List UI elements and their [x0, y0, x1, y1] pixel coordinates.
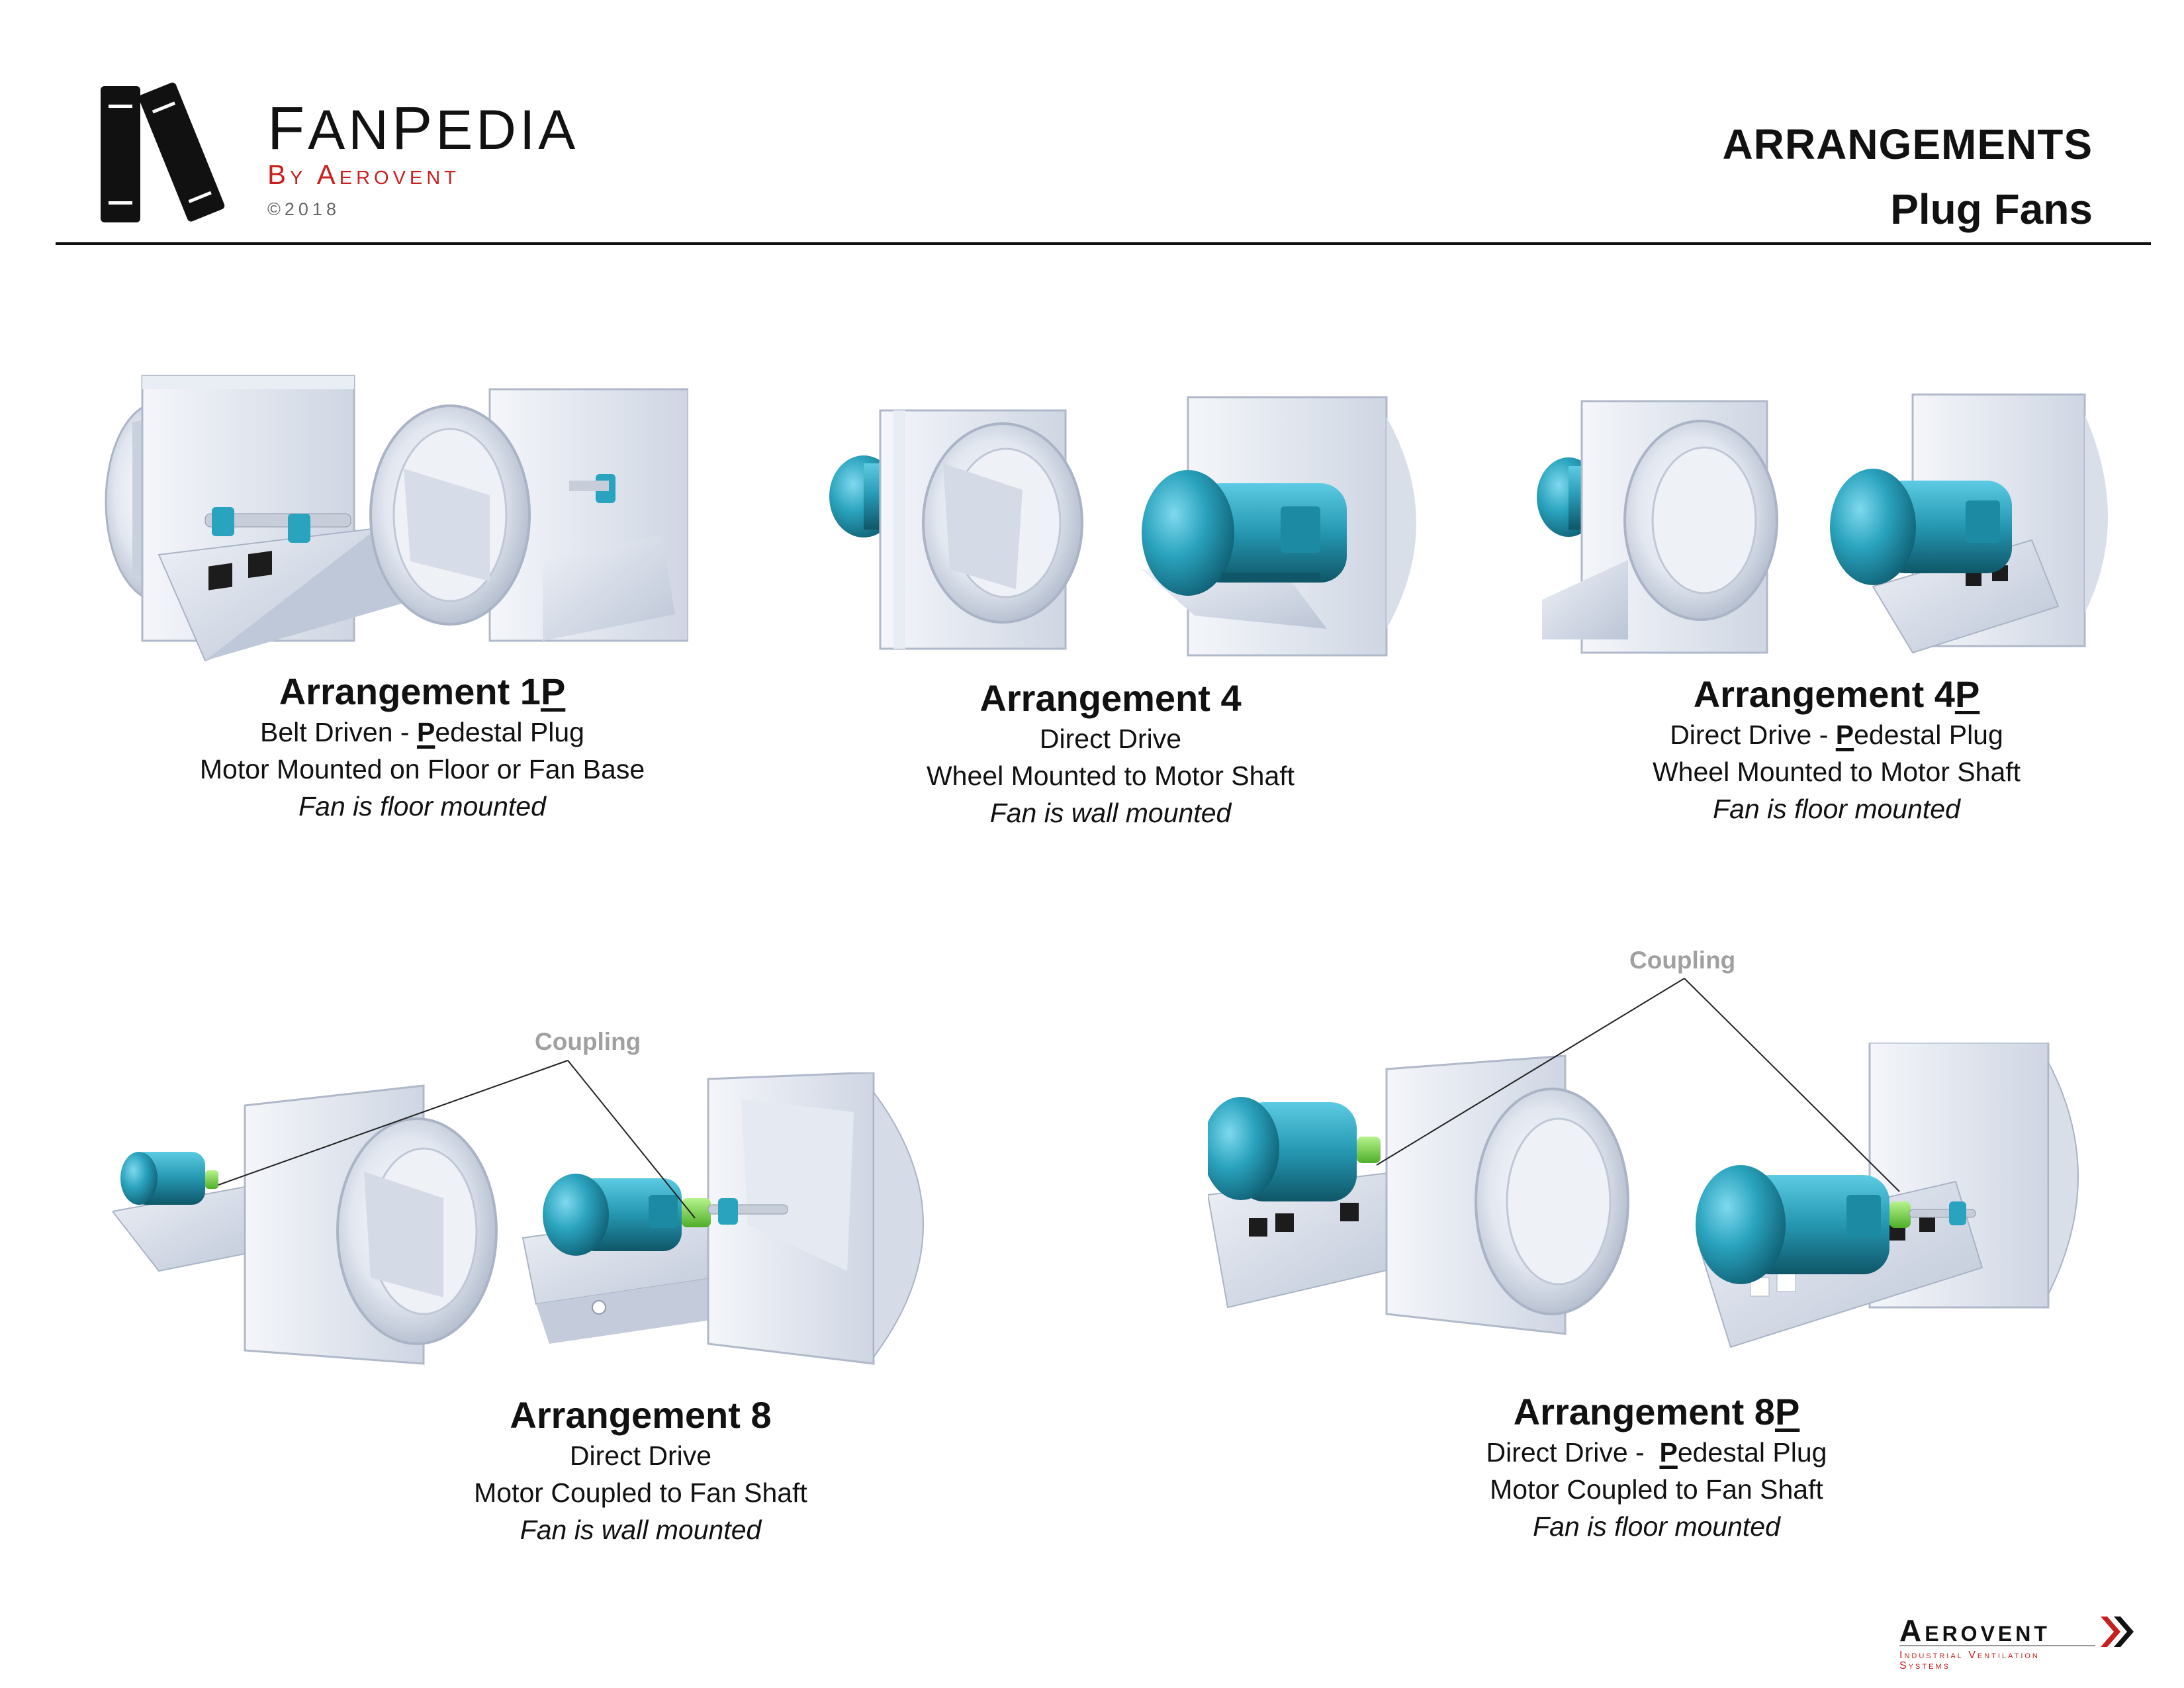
arrangement-4-illustration: [829, 396, 1416, 657]
arrangement-8p-note: Fan is floor mounted: [1533, 1511, 1780, 1542]
coupling-callout-left: Coupling: [535, 1028, 641, 1055]
footer-logo-rule: [1899, 1645, 2095, 1646]
arrangement-4-caption: Arrangement 4 Direct Drive Wheel Mounted…: [780, 677, 1441, 831]
arrangement-1p-note: Fan is floor mounted: [298, 791, 546, 821]
arrangement-4p-illustration: [1537, 393, 2108, 654]
arrangement-8-mounting: Motor Coupled to Fan Shaft: [474, 1477, 807, 1508]
arrangement-4p-note: Fan is floor mounted: [1713, 794, 1960, 824]
arrangement-4p-title: Arrangement 4P: [1693, 673, 1980, 715]
header-divider: [56, 242, 2151, 245]
fanpedia-books-logo: [101, 82, 225, 222]
arrangement-4-mounting: Wheel Mounted to Motor Shaft: [926, 761, 1295, 791]
arrangement-8p-mounting: Motor Coupled to Fan Shaft: [1490, 1474, 1823, 1505]
arrangement-8p-title: Arrangement 8P: [1513, 1391, 1800, 1432]
arrangement-8p-caption: Arrangement 8P Direct Drive - Pedestal P…: [1326, 1390, 1987, 1545]
aerovent-footer-logo: Aerovent: [1899, 1613, 2050, 1648]
page-subtitle: Plug Fans: [1890, 185, 2093, 233]
arrangement-1p-drive: Belt Driven - Pedestal Plug: [260, 717, 584, 747]
by-aerovent-label: By Aerovent: [267, 159, 460, 190]
arrangement-1p-title: Arrangement 1P: [279, 671, 566, 712]
copyright-label: ©2018: [267, 199, 340, 219]
chevron-right-icon: [2101, 1617, 2134, 1647]
arrangement-4p-drive: Direct Drive - Pedestal Plug: [1670, 720, 2003, 750]
arrangement-8p-drive: Direct Drive - Pedestal Plug: [1486, 1437, 1827, 1468]
arrangement-8-note: Fan is wall mounted: [520, 1515, 762, 1545]
arrangement-8-title: Arrangement 8: [510, 1394, 772, 1436]
page-title: ARRANGEMENTS: [1722, 120, 2093, 168]
arrangement-4-drive: Direct Drive: [1039, 724, 1182, 754]
arrangement-1p-illustration: [105, 375, 688, 662]
coupling-callout-right: Coupling: [1629, 947, 1736, 974]
arrangement-8-illustration: [113, 1072, 924, 1365]
arrangement-8-drive: Direct Drive: [569, 1440, 712, 1471]
arrangement-4-title: Arrangement 4: [979, 677, 1242, 719]
arrangement-8-caption: Arrangement 8 Direct Drive Motor Coupled…: [310, 1393, 972, 1548]
aerovent-tagline: Industrial Ventilation Systems: [1899, 1650, 2040, 1671]
arrangement-8p-illustration: [1208, 1043, 2079, 1348]
arrangement-1p-mounting: Motor Mounted on Floor or Fan Base: [199, 754, 645, 784]
arrangement-1p-caption: Arrangement 1P Belt Driven - Pedestal Pl…: [91, 670, 753, 825]
arrangement-4p-mounting: Wheel Mounted to Motor Shaft: [1652, 757, 2021, 787]
fanpedia-wordmark: FANPEDIA: [267, 95, 579, 162]
arrangement-4p-caption: Arrangement 4P Direct Drive - Pedestal P…: [1506, 673, 2167, 827]
arrangement-4-note: Fan is wall mounted: [989, 798, 1232, 828]
